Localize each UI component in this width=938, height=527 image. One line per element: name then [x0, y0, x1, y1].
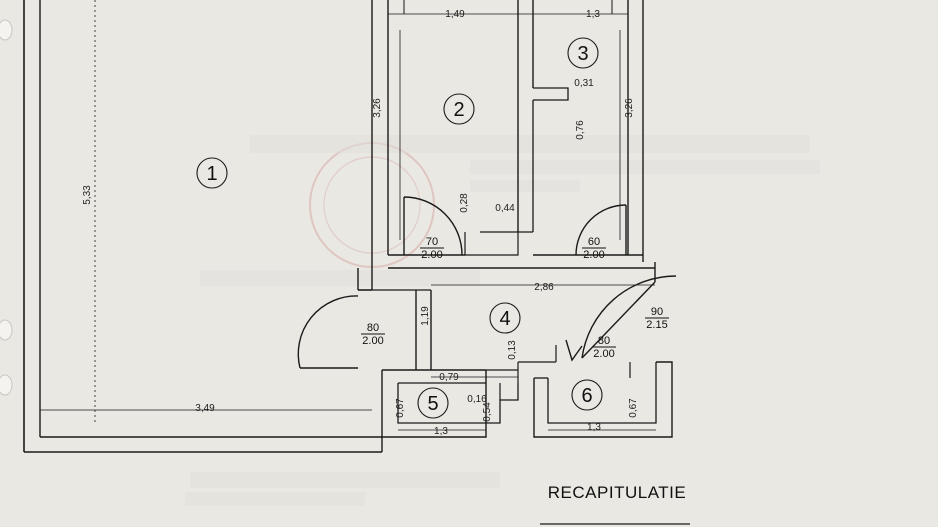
door-arc-room1 — [297, 295, 359, 369]
dim-room3-notch: 0,31 — [574, 78, 594, 89]
dim-room3-height: 3,26 — [624, 98, 635, 118]
door-entrance-height: 2.15 — [646, 319, 667, 331]
door-room1-width: 80 — [367, 322, 379, 334]
dim-room6-height: 0,67 — [628, 398, 639, 418]
room-1-label: 1 — [206, 163, 217, 185]
dim-room1-height: 5,33 — [82, 185, 93, 205]
door-label-room2: 70 2.00 — [420, 236, 444, 261]
dim-step-013: 0,13 — [507, 340, 518, 360]
room-1-circle — [196, 157, 228, 189]
room-labels: 1 2 3 4 5 6 — [206, 43, 592, 415]
door-room3-width: 60 — [588, 236, 600, 248]
binder-hole — [0, 374, 13, 396]
dim-room5-width: 1,3 — [434, 426, 448, 437]
room-5-label: 5 — [427, 393, 438, 415]
room-6-label: 6 — [581, 385, 592, 407]
room-5-circle — [417, 387, 449, 419]
bleed-line-6 — [185, 492, 365, 506]
room-2-circle — [443, 93, 475, 125]
room3-notch — [533, 87, 569, 101]
dim-duct-small: 0,28 — [459, 193, 470, 213]
bleed-line-2 — [470, 160, 820, 174]
door-entrance-width: 90 — [651, 306, 663, 318]
room6-inner — [547, 362, 657, 424]
dim-room1-width: 3,49 — [195, 403, 215, 414]
room5-outer — [381, 370, 487, 438]
dim-hall-height: 1,19 — [420, 306, 431, 326]
door-arc-room3 — [575, 204, 627, 256]
dim-step-016: 0,16 — [467, 394, 487, 405]
door-leaf-entrance — [581, 281, 656, 359]
door-room2-height: 2.00 — [421, 249, 442, 261]
door-swings — [297, 196, 677, 369]
dim-top-room2: 1,49 — [445, 9, 465, 20]
recapitulatie-heading: RECAPITULATIE — [548, 483, 686, 502]
door-labels: 70 2.00 60 2.00 80 2.00 90 2.15 80 2.00 — [361, 236, 669, 360]
binder-holes — [0, 19, 13, 396]
dimension-labels: 1,49 1,3 3,26 3,26 0,31 0,76 5,33 3,49 0… — [82, 9, 639, 437]
room-6-circle — [571, 379, 603, 411]
door-arc-entrance — [581, 275, 677, 359]
room-2-label: 2 — [453, 99, 464, 121]
dim-room2-height: 3,26 — [372, 98, 383, 118]
dim-room6-width: 1,3 — [587, 422, 601, 433]
door-room1-height: 2.00 — [362, 335, 383, 347]
dim-room3-partition: 0,76 — [575, 120, 586, 140]
door-arc-room2 — [403, 196, 463, 256]
dim-hall-width: 2,86 — [534, 282, 554, 293]
door-room3-height: 2.00 — [583, 249, 604, 261]
bleed-line-3 — [470, 180, 580, 192]
room-markers — [196, 37, 603, 419]
binder-hole — [0, 319, 13, 341]
binder-hole — [0, 19, 13, 41]
dim-step-079: 0,79 — [439, 372, 459, 383]
room-4-circle — [489, 302, 521, 334]
door-label-room1: 80 2.00 — [361, 322, 385, 347]
door-room6-height: 2.00 — [593, 348, 614, 360]
room-4-label: 4 — [499, 308, 510, 330]
bleed-line-5 — [190, 472, 500, 488]
dim-room5-side: 0,54 — [482, 402, 493, 422]
door-leaf-room6 — [565, 339, 583, 362]
bleed-line-4 — [200, 270, 480, 286]
door-room2-width: 70 — [426, 236, 438, 248]
door-room6-width: 80 — [598, 335, 610, 347]
room6-outer — [533, 361, 673, 438]
room-3-label: 3 — [577, 43, 588, 65]
duct-outline — [464, 232, 519, 256]
dim-top-room3: 1,3 — [586, 9, 600, 20]
background-watermark — [185, 135, 820, 506]
door-label-room6: 80 2.00 — [592, 335, 616, 360]
dim-duct-width: 0,44 — [495, 203, 515, 214]
room5-inner — [397, 383, 519, 424]
bleed-line-1 — [250, 135, 810, 153]
dim-room5-height: 0,67 — [395, 398, 406, 418]
door-label-room3: 60 2.00 — [582, 236, 606, 261]
walls — [23, 0, 673, 453]
door-label-entrance: 90 2.15 — [645, 306, 669, 331]
room-3-circle — [567, 37, 599, 69]
